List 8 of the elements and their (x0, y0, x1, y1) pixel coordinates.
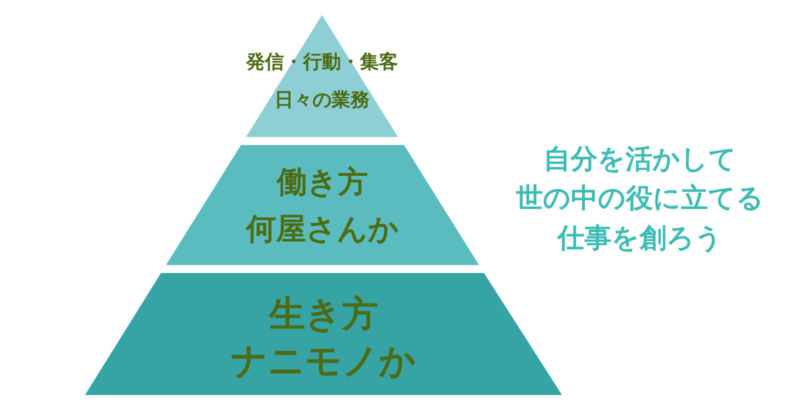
slogan-text: 自分を活かして (544, 144, 736, 176)
tier-text: 生き方 (267, 293, 379, 337)
slogan-text: 世の中の役に立てる (516, 183, 764, 216)
tier-text: ナニモノか (230, 340, 417, 384)
slogan-text: 仕事を創ろう (558, 223, 722, 256)
tier-text: 何屋さんか (244, 212, 400, 248)
tier-text: 日々の業務 (274, 88, 370, 112)
tier-text: 働き方 (275, 165, 369, 201)
